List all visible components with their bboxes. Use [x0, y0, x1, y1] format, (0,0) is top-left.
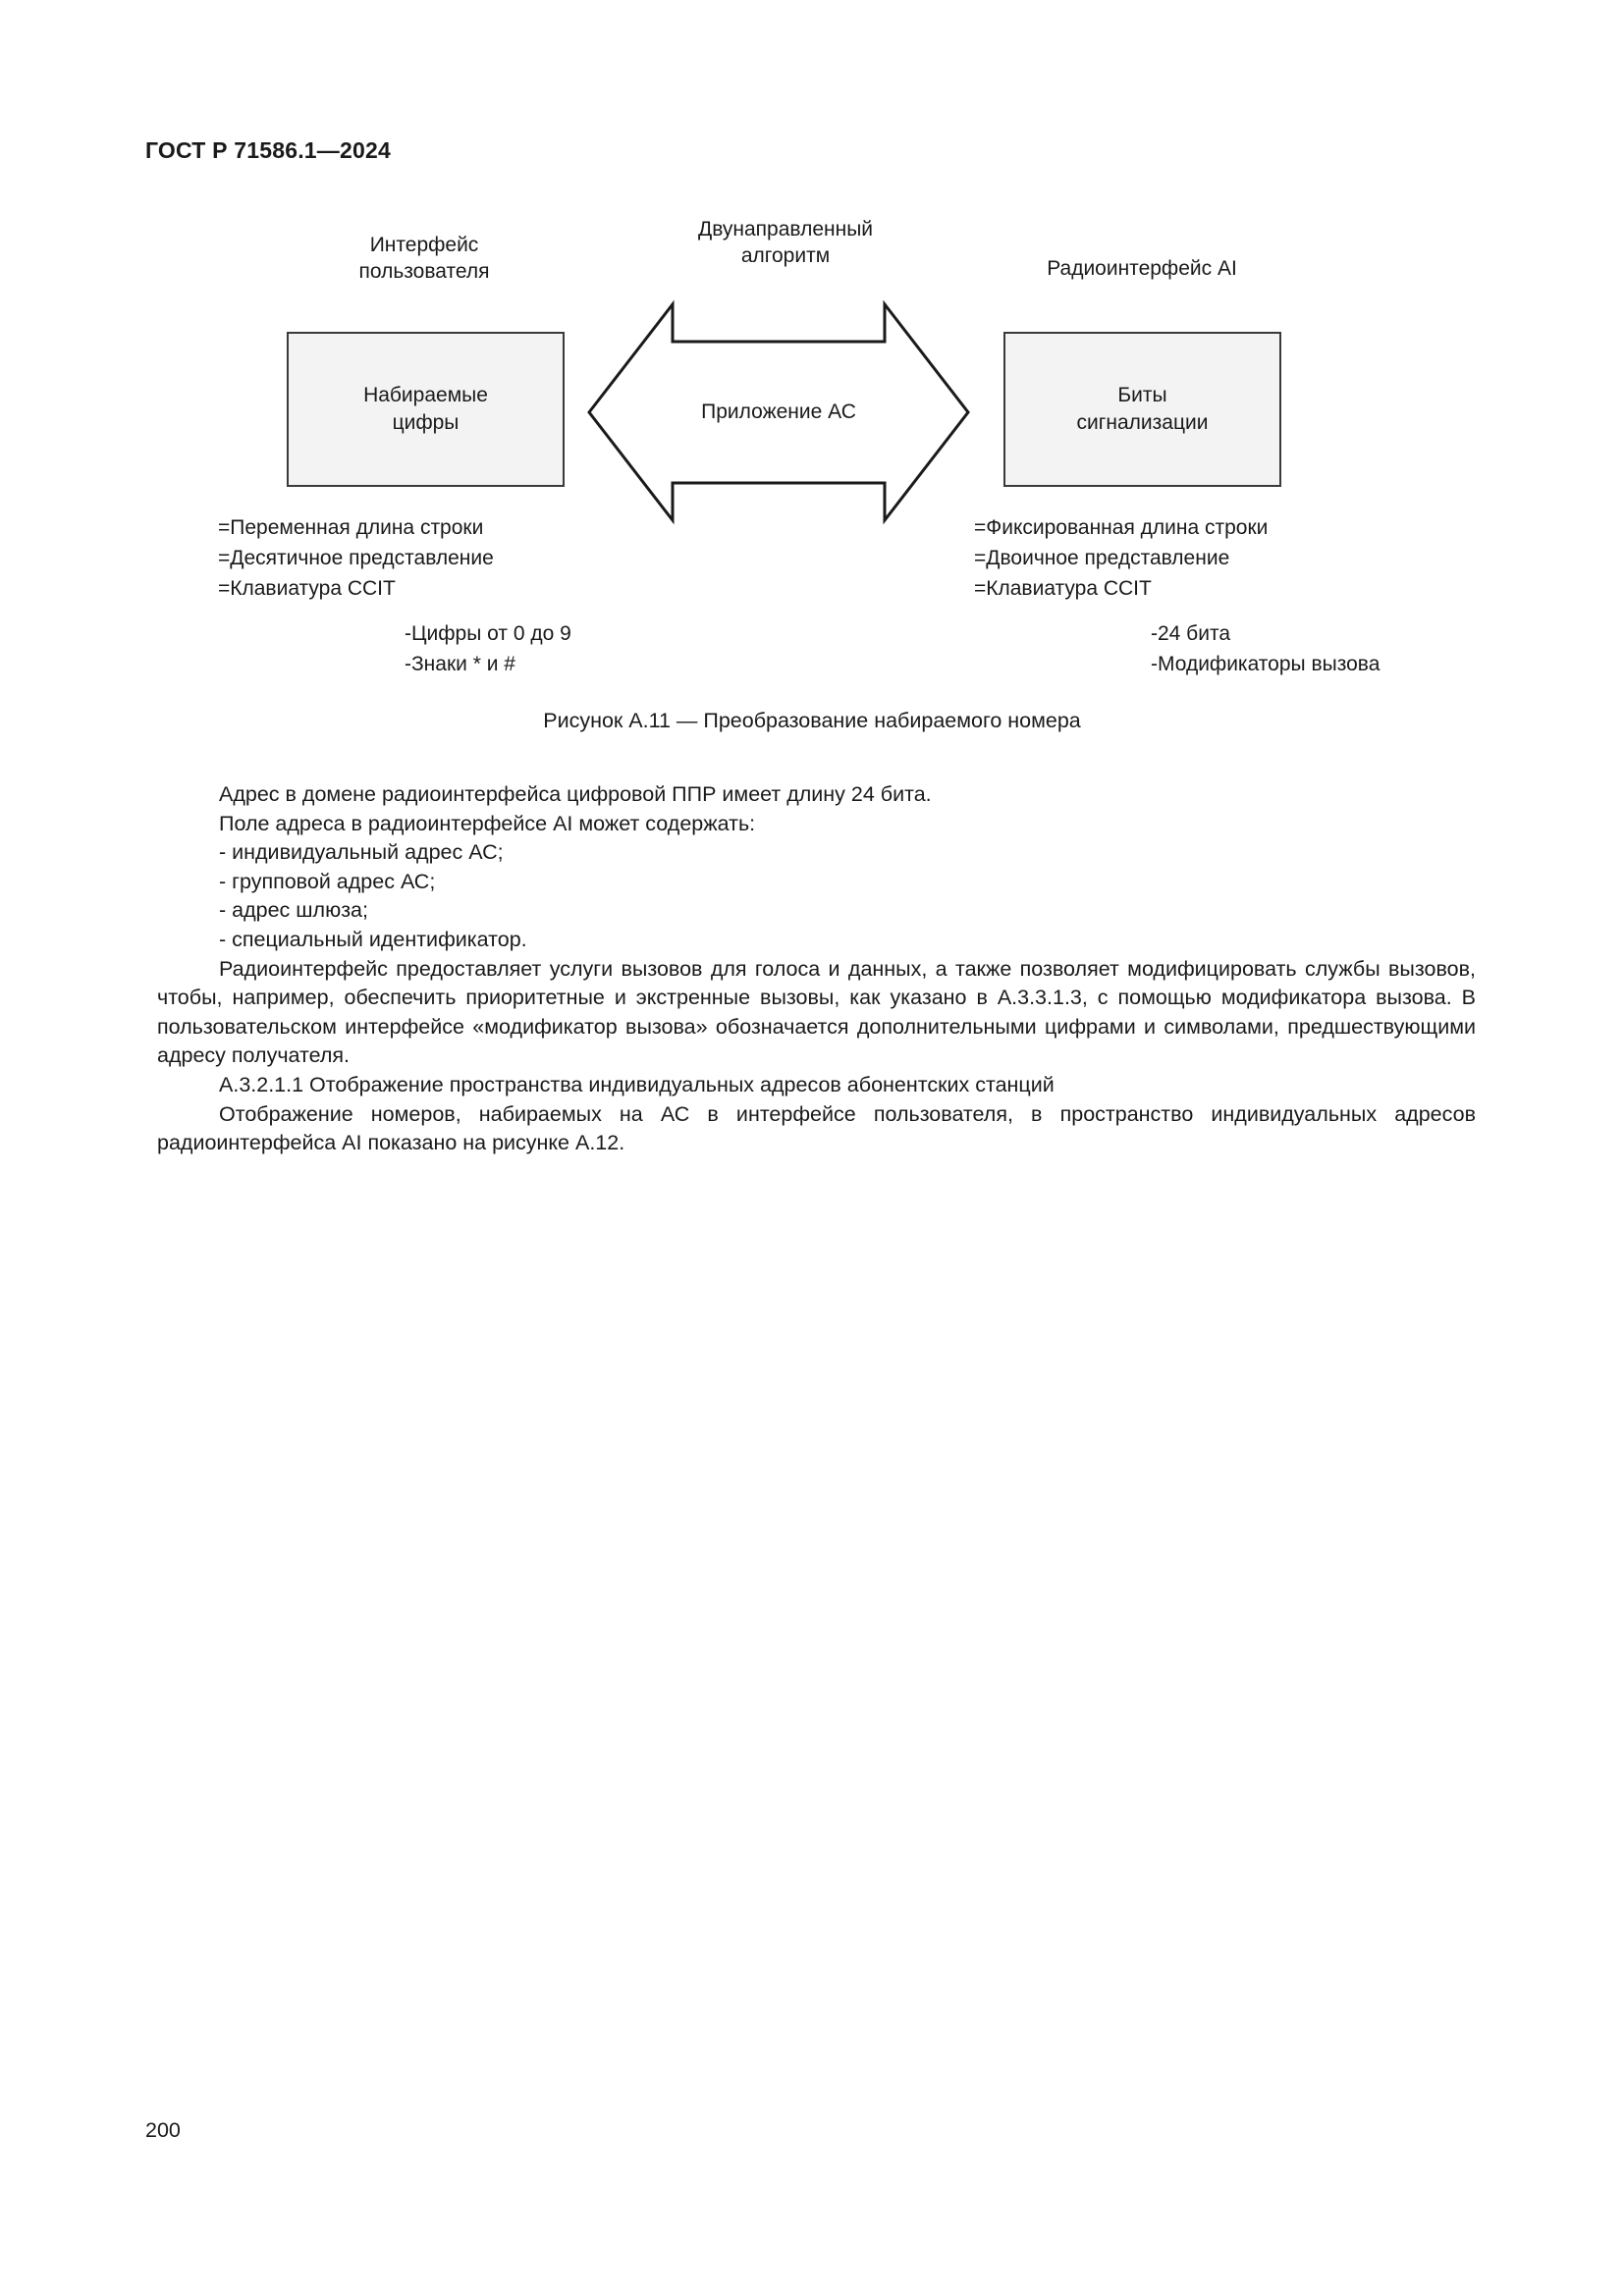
body-text: Адрес в домене радиоинтерфейса цифровой … [157, 780, 1476, 1158]
right-box-notes: =Фиксированная длина строки =Двоичное пр… [974, 512, 1268, 604]
note-line: =Двоичное представление [974, 547, 1230, 569]
note-line: -24 бита [1151, 622, 1231, 645]
note-line: =Клавиатура CCIT [974, 577, 1152, 600]
left-box-subnotes: -Цифры от 0 до 9 -Знаки * и # [405, 618, 571, 679]
doc-number-header: ГОСТ Р 71586.1—2024 [145, 137, 391, 163]
section-heading: А.3.2.1.1 Отображение пространства индив… [219, 1072, 1055, 1096]
dialed-digits-box-label: Набираемые цифры [363, 384, 488, 434]
bidirectional-arrow-shape [587, 299, 970, 525]
paragraph: Отображение номеров, набираемых на АС в … [157, 1101, 1476, 1155]
figure-label-user-interface: Интерфейс пользователя [358, 234, 490, 283]
figure-caption: Рисунок А.11 — Преобразование набираемог… [543, 709, 1081, 732]
note-line: =Клавиатура CCIT [218, 577, 396, 600]
list-item: - индивидуальный адрес АС; [219, 840, 504, 865]
figure-label-radio-interface: Радиоинтерфейс AI [1047, 257, 1237, 280]
list-item: - групповой адрес АС; [219, 869, 436, 893]
note-line: -Знаки * и # [405, 653, 515, 675]
list-item: - адрес шлюза; [219, 898, 368, 923]
signalling-bits-box-label: Биты сигнализации [1076, 384, 1209, 434]
note-line: =Фиксированная длина строки [974, 516, 1269, 539]
right-box-subnotes: -24 бита -Модификаторы вызова [1151, 618, 1380, 679]
paragraph: Адрес в домене радиоинтерфейса цифровой … [219, 782, 932, 806]
paragraph: Поле адреса в радиоинтерфейсе AI может с… [219, 811, 756, 835]
note-line: -Модификаторы вызова [1151, 653, 1380, 675]
note-line: -Цифры от 0 до 9 [405, 622, 571, 645]
dialed-digits-box: Набираемые цифры [287, 332, 565, 487]
list-item: - специальный идентификатор. [219, 927, 527, 951]
page-number: 200 [145, 2118, 181, 2142]
figure-label-bidirectional-algorithm: Двунаправленный алгоритм [697, 218, 874, 267]
paragraph: Радиоинтерфейс предоставляет услуги вызо… [157, 956, 1476, 1068]
signalling-bits-box: Биты сигнализации [1003, 332, 1281, 487]
note-line: =Переменная длина строки [218, 516, 484, 539]
note-line: =Десятичное представление [218, 547, 494, 569]
left-box-notes: =Переменная длина строки =Десятичное пре… [218, 512, 494, 604]
